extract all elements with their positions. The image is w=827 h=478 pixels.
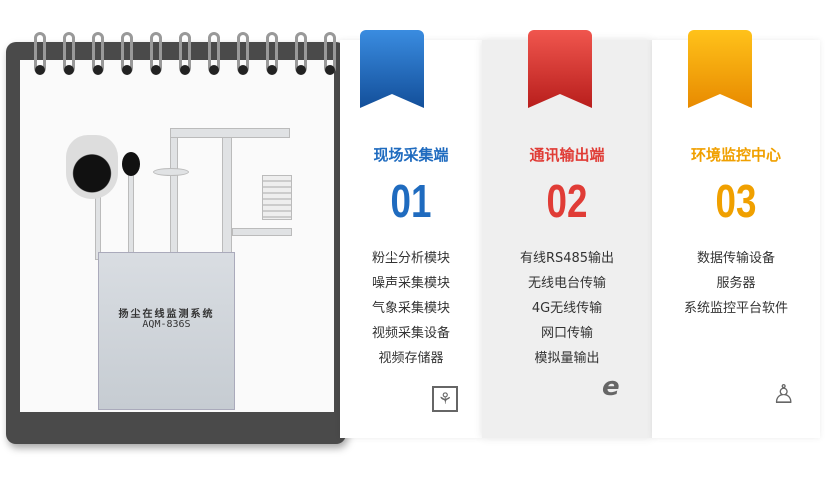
red-ribbon [528, 30, 592, 108]
spiral-ring [150, 32, 162, 75]
device-title: 扬尘在线监测系统 [118, 309, 215, 320]
column-list: 粉尘分析模块 噪声采集模块 气象采集模块 视频采集设备 视频存储器 [340, 246, 482, 371]
orange-ribbon [688, 30, 752, 108]
device-model: AQM-836S [142, 319, 191, 330]
blue-ribbon [360, 30, 424, 108]
camera-image [66, 135, 118, 199]
column-list: 数据传输设备 服务器 系统监控平台软件 [652, 246, 820, 321]
list-item: 服务器 [716, 276, 756, 291]
list-item: 噪声采集模块 [371, 276, 450, 291]
spiral-ring [63, 32, 75, 75]
spiral-ring [324, 32, 336, 75]
list-item: 粉尘分析模块 [371, 251, 450, 266]
column-field-collection: 现场采集端 01 粉尘分析模块 噪声采集模块 气象采集模块 视频采集设备 视频存… [340, 30, 482, 438]
monitor-cabinet: 扬尘在线监测系统 AQM-836S [98, 252, 235, 410]
list-item: 模拟量输出 [534, 351, 600, 366]
spiral-ring [92, 32, 104, 75]
column-number: 03 [715, 175, 757, 227]
column-list: 有线RS485输出 无线电台传输 4G无线传输 网口传输 模拟量输出 [482, 246, 652, 371]
list-item: 视频采集设备 [371, 326, 450, 341]
spiral-ring [266, 32, 278, 75]
column-communication: 通讯输出端 02 有线RS485输出 无线电台传输 4G无线传输 网口传输 模拟… [482, 30, 652, 438]
list-item: 网口传输 [540, 326, 593, 341]
spiral-ring [295, 32, 307, 75]
spiral-ring [237, 32, 249, 75]
list-item: 有线RS485输出 [519, 251, 615, 266]
computer-user-icon: ♙ [772, 380, 796, 410]
internet-explorer-icon: e [602, 372, 620, 402]
column-number: 01 [390, 175, 432, 227]
list-item: 视频存储器 [378, 351, 444, 366]
spiral-ring [121, 32, 133, 75]
list-item: 气象采集模块 [371, 301, 450, 316]
spiral-ring [179, 32, 191, 75]
list-item: 系统监控平台软件 [683, 301, 788, 316]
list-item: 4G无线传输 [531, 301, 603, 316]
column-title: 环境监控中心 [690, 146, 781, 164]
list-item: 无线电台传输 [527, 276, 606, 291]
spiral-ring [208, 32, 220, 75]
column-title: 现场采集端 [373, 146, 449, 164]
plant-icon: ⚘ [432, 386, 458, 412]
spiral-ring [34, 32, 46, 75]
column-number: 02 [546, 175, 588, 227]
list-item: 数据传输设备 [696, 251, 775, 266]
column-monitoring-center: 环境监控中心 03 数据传输设备 服务器 系统监控平台软件 ♙ [652, 30, 820, 438]
column-title: 通讯输出端 [529, 146, 605, 164]
